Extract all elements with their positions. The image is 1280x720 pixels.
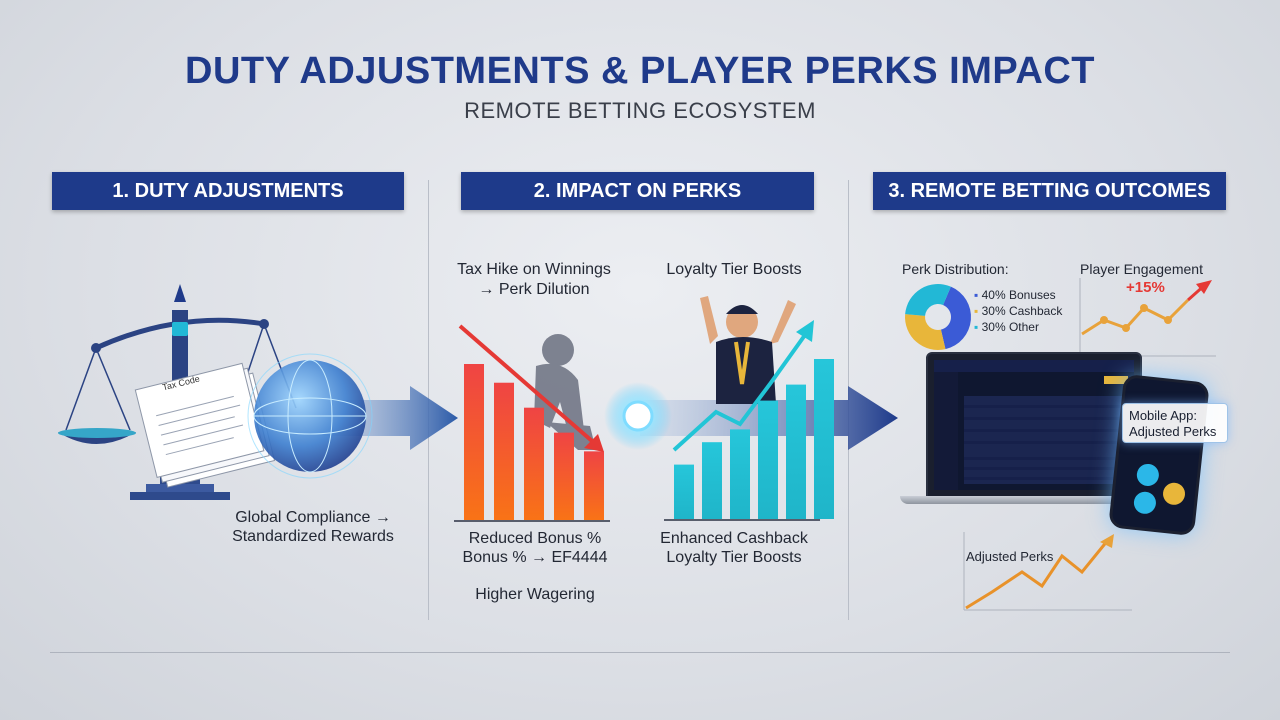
perk-dilution-bar — [524, 407, 544, 520]
growth-arrow-head — [796, 320, 814, 342]
duty-caption-line1: Global Compliance → — [235, 509, 391, 526]
bottom-divider — [50, 652, 1230, 653]
positive-title: Loyalty Tier Boosts — [666, 261, 802, 278]
perk-distribution-pie — [905, 284, 971, 350]
cheering-person-icon — [700, 296, 796, 404]
app-icon — [1161, 481, 1187, 506]
glow-node-core — [622, 400, 654, 432]
engagement-change: +15% — [1126, 279, 1165, 296]
positive-caption-line1: Enhanced Cashback — [660, 530, 808, 547]
pie-slice-cashback — [905, 314, 946, 350]
loyalty-boost-bar — [758, 400, 778, 519]
app-icon — [1132, 490, 1158, 515]
laptop-dashboard — [926, 352, 1142, 498]
pie-legend-label: 30% Cashback — [981, 304, 1063, 318]
page-subtitle: REMOTE BETTING ECOSYSTEM — [464, 98, 816, 123]
tax-documents-icon — [134, 362, 276, 488]
positive-caption-line2: Loyalty Tier Boosts — [666, 549, 802, 566]
pie-title: Perk Distribution: — [902, 261, 1009, 277]
perk-dilution-bar — [584, 451, 604, 520]
mobile-phone — [1108, 373, 1210, 537]
engagement-line-chart — [1079, 278, 1216, 357]
pie-legend-label: 40% Bonuses — [981, 288, 1056, 302]
pie-slice-other — [905, 284, 951, 316]
duty-caption-line2: Standardized Rewards — [232, 528, 394, 545]
growth-arrow-line — [672, 326, 812, 452]
pie-legend-item: ▪ 30% Other — [974, 320, 1039, 334]
loyalty-boost-bar — [730, 429, 750, 519]
loyalty-boost-bar — [786, 384, 806, 519]
pie-legend-label: 30% Other — [981, 320, 1039, 334]
mobile-callout-line2: Adjusted Perks — [1129, 424, 1217, 439]
loyalty-boost-bar — [814, 359, 834, 519]
mobile-callout: Mobile App: Adjusted Perks — [1122, 403, 1228, 443]
negative-caption-line1: Reduced Bonus % — [468, 530, 602, 547]
perk-dilution-bar — [554, 432, 574, 520]
negative-caption-line3: Higher Wagering — [475, 586, 595, 603]
loyalty-boost-bar — [674, 464, 694, 519]
negative-title-line2: → Perk Dilution — [478, 281, 590, 298]
app-icon — [1135, 462, 1160, 488]
decline-arrow-head — [584, 434, 604, 452]
loyalty-boost-chart — [664, 296, 834, 521]
adjusted-perks-label: Adjusted Perks — [966, 549, 1054, 564]
negative-caption-line2: Bonus % → EF4444 — [462, 549, 608, 566]
laptop-base — [900, 496, 1168, 504]
page-title: DUTY ADJUSTMENTS & PLAYER PERKS IMPACT — [185, 50, 1095, 92]
pie-slice-bonuses — [940, 286, 971, 350]
perk-dilution-bar — [494, 382, 514, 520]
section-header-duty: 1. DUTY ADJUSTMENTS — [52, 172, 404, 210]
perk-dilution-chart — [454, 324, 610, 522]
globe-icon — [247, 353, 373, 479]
section-header-outcomes: 3. REMOTE BETTING OUTCOMES — [873, 172, 1226, 210]
adjusted-perks-chart — [963, 532, 1132, 611]
decline-arrow-line — [458, 324, 602, 450]
section-header-perks: 2. IMPACT ON PERKS — [461, 172, 814, 210]
engagement-title: Player Engagement — [1080, 261, 1203, 277]
pie-legend-item: ▪ 40% Bonuses — [974, 288, 1056, 302]
mobile-callout-line1: Mobile App: — [1129, 408, 1197, 423]
perk-dilution-bar — [464, 364, 484, 520]
loyalty-boost-bar — [702, 442, 722, 519]
pie-legend: ▪ 40% Bonuses ▪ 30% Cashback ▪ 30% Other — [974, 287, 1062, 335]
pie-legend-item: ▪ 30% Cashback — [974, 304, 1063, 318]
negative-title-line1: Tax Hike on Winnings — [457, 261, 611, 278]
